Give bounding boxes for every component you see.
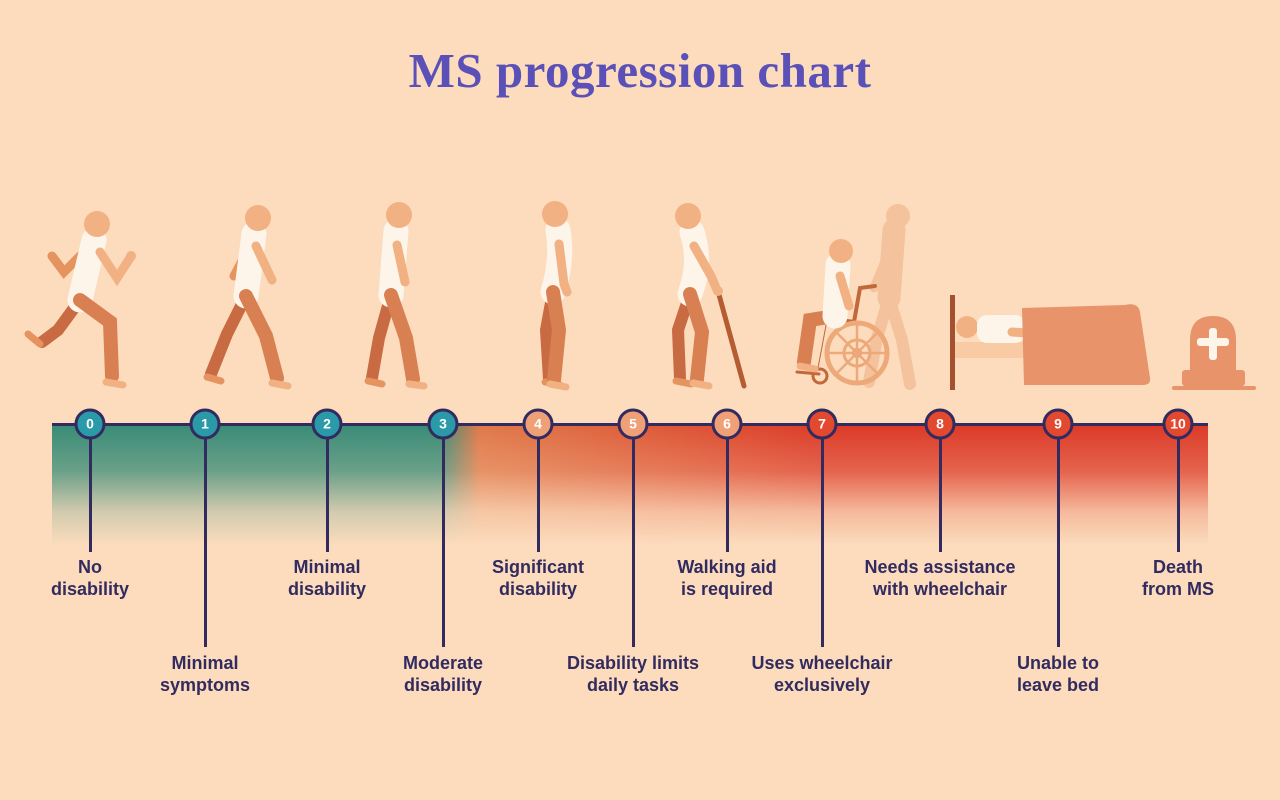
- scale-tick-line-9: [1056, 430, 1060, 647]
- scale-tick-line-3: [441, 430, 445, 647]
- scale-tick-line-10: [1176, 430, 1180, 552]
- figure-person-in-bed-icon: [950, 295, 1151, 390]
- scale-point-0: 0: [74, 408, 106, 440]
- figure-person-with-cane-icon: [671, 203, 747, 390]
- scale-label-7: Uses wheelchair exclusively: [751, 653, 893, 695]
- figure-wheelchair-with-caregiver-icon: [795, 204, 916, 390]
- scale-label-2: Minimal disability: [287, 557, 367, 599]
- scale-point-3: 3: [427, 408, 459, 440]
- scale-label-4: Significant disability: [491, 557, 585, 599]
- scale-label-3: Moderate disability: [402, 653, 484, 695]
- scale-point-10: 10: [1162, 408, 1194, 440]
- scale-point-8: 8: [924, 408, 956, 440]
- scale-point-4: 4: [522, 408, 554, 440]
- progression-figures-illustration: [24, 201, 1256, 391]
- scale-label-1: Minimal symptoms: [159, 653, 251, 695]
- figure-running-person-icon: [24, 211, 136, 389]
- page-title: MS progression chart: [408, 43, 872, 98]
- scale-point-2: 2: [311, 408, 343, 440]
- figure-gravestone-icon: [1172, 316, 1256, 390]
- scale-tick-line-2: [325, 430, 329, 552]
- scale-label-0: No disability: [50, 557, 130, 599]
- scale-label-9: Unable to leave bed: [1016, 653, 1100, 695]
- scale-point-5: 5: [617, 408, 649, 440]
- scale-tick-line-5: [631, 430, 635, 647]
- figure-standing-stooped-person-icon: [539, 201, 573, 391]
- scale-point-6: 6: [711, 408, 743, 440]
- scale-label-10: Death from MS: [1142, 557, 1214, 599]
- scale-point-1: 1: [189, 408, 221, 440]
- caregiver-ghost-icon: [863, 204, 916, 390]
- scale-tick-line-1: [203, 430, 207, 647]
- scale-label-6: Walking aid is required: [677, 557, 777, 599]
- scale-tick-line-4: [536, 430, 540, 552]
- scale-tick-line-6: [725, 430, 729, 552]
- scale-label-5: Disability limits daily tasks: [566, 653, 700, 695]
- figure-brisk-walking-person-icon: [203, 205, 292, 390]
- scale-tick-line-0: [88, 430, 92, 552]
- scale-gradient-bar: [52, 423, 1208, 545]
- scale-tick-line-8: [938, 430, 942, 552]
- figure-walking-person-icon: [364, 202, 428, 390]
- scale-point-9: 9: [1042, 408, 1074, 440]
- scale-tick-line-7: [820, 430, 824, 647]
- scale-point-7: 7: [806, 408, 838, 440]
- scale-label-8: Needs assistance with wheelchair: [864, 557, 1016, 599]
